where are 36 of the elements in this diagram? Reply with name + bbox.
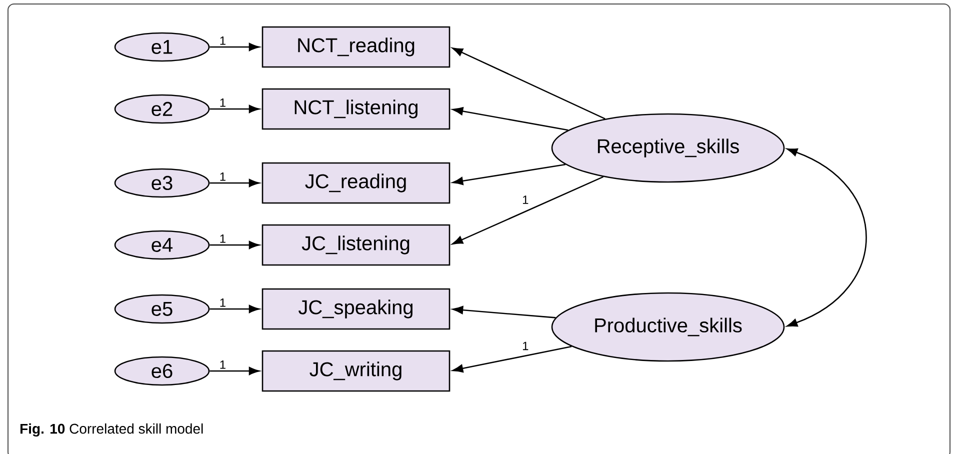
arrow <box>210 42 260 52</box>
edge-label: 1 <box>220 298 226 307</box>
variable-box: JC_reading <box>262 162 450 204</box>
arrow <box>210 104 260 114</box>
arrow <box>452 48 606 120</box>
ellipse-node: e6 <box>114 356 210 386</box>
edge-label: 1 <box>220 360 226 369</box>
arrow <box>452 107 568 131</box>
variable-box: JC_listening <box>262 224 450 266</box>
arrow <box>786 148 867 327</box>
edge-label: 1 <box>220 98 226 107</box>
variable-box: JC_writing <box>262 350 450 392</box>
ellipse-node: e2 <box>114 94 210 124</box>
edge-label: 1 <box>220 172 226 181</box>
ellipse-node: e4 <box>114 230 210 260</box>
edge-label: 1 <box>522 342 528 350</box>
arrow <box>210 240 260 250</box>
edge-label: 1 <box>220 36 226 45</box>
arrow <box>210 304 260 314</box>
caption: Fig. 10 Correlated skill model <box>20 423 203 437</box>
variable-box: NCT_reading <box>262 26 450 68</box>
variable-box: NCT_listening <box>262 88 450 130</box>
arrow <box>452 306 556 318</box>
ellipse-node: Productive_skills <box>551 292 785 362</box>
ellipse-node: e5 <box>114 294 210 324</box>
arrow <box>452 164 566 186</box>
ellipse-node: e3 <box>114 168 210 198</box>
arrow <box>210 366 260 376</box>
ellipse-node: Receptive_skills <box>551 113 785 183</box>
arrow <box>452 346 572 373</box>
arrow <box>210 178 260 188</box>
arrow <box>452 176 604 244</box>
edge-label: 1 <box>522 196 528 204</box>
variable-box: JC_speaking <box>262 288 450 330</box>
edge-label: 1 <box>220 234 226 243</box>
ellipse-node: e1 <box>114 32 210 62</box>
